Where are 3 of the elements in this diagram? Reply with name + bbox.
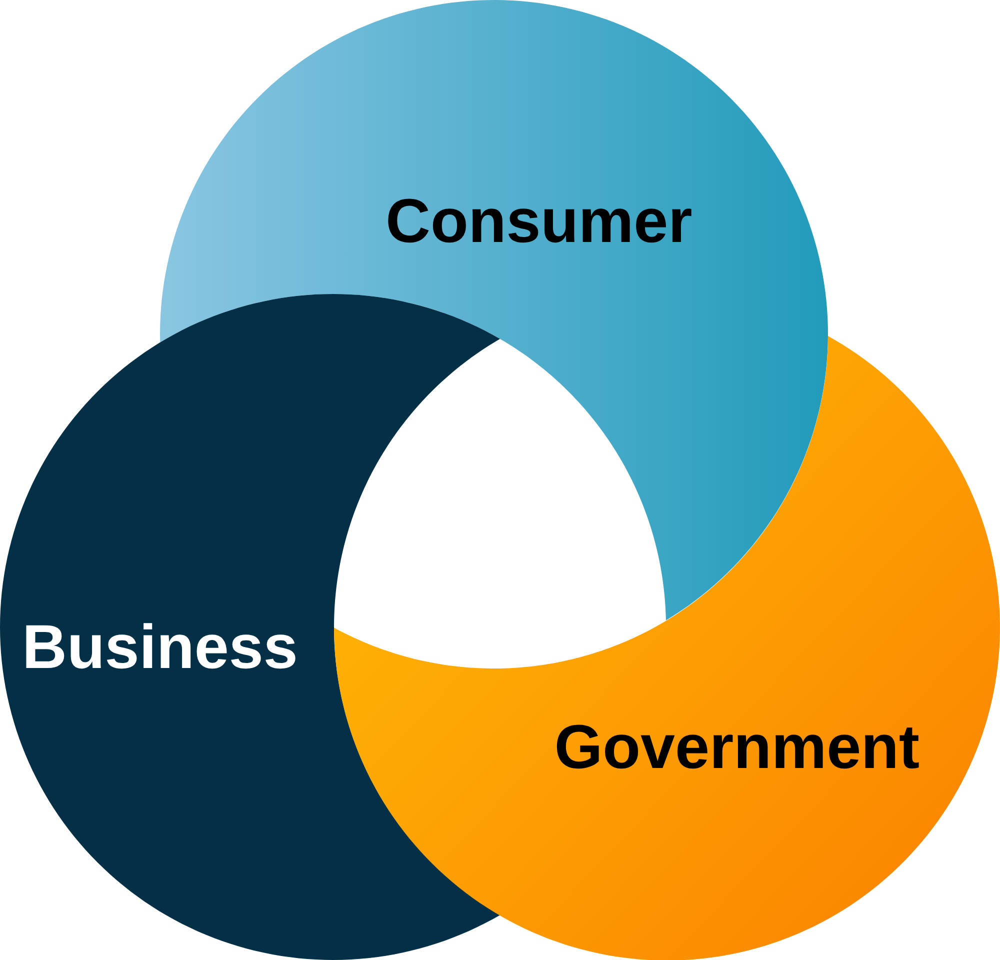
set-label: Business [22, 614, 298, 682]
set-label: Government [554, 714, 920, 782]
set-label: Consumer [386, 188, 692, 256]
